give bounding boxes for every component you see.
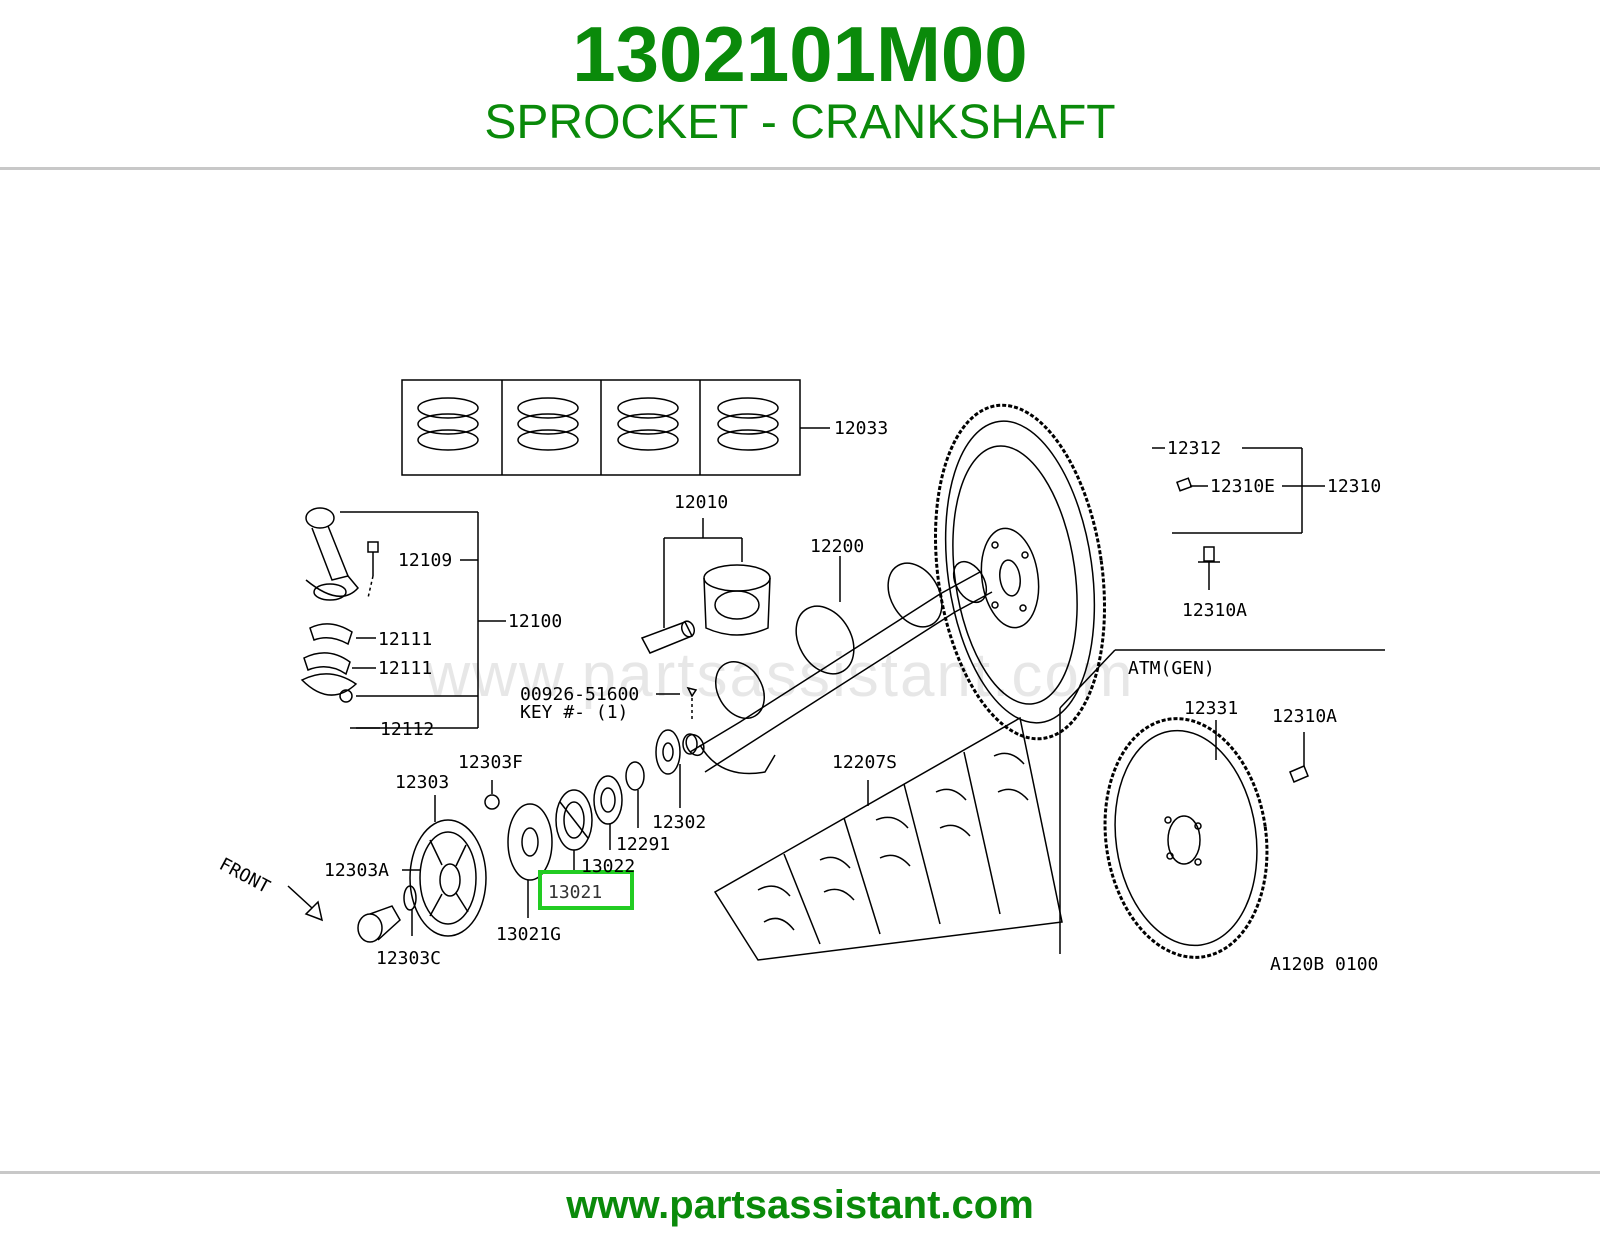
crankshaft-pulley-12303 <box>409 819 487 937</box>
crankshaft-sprocket-13021 <box>555 789 593 851</box>
piston-ring-set-2 <box>517 397 579 451</box>
flywheel-bolt-12310a <box>1198 546 1220 576</box>
callout-12207s: 12207S <box>832 752 897 773</box>
page-header: 1302101M00 SPROCKET - CRANKSHAFT <box>0 0 1600 168</box>
washer-12303c <box>403 885 417 911</box>
main-bearing-strip-12207s <box>713 716 1063 961</box>
oil-seal-12291 <box>593 775 623 825</box>
section-label-atm-gen: ATM(GEN) <box>1128 658 1215 679</box>
callout-12310: 12310 <box>1327 476 1381 497</box>
callout-12291: 12291 <box>616 834 670 855</box>
spacer-ring <box>625 761 645 791</box>
connecting-rod <box>305 507 359 601</box>
highlight-box-13021 <box>538 870 634 910</box>
drive-plate-12331 <box>1103 717 1269 959</box>
part-name-subtitle: SPROCKET - CRANKSHAFT <box>484 96 1116 149</box>
piston-ring-set-1 <box>417 397 479 451</box>
diagram-reference-code: A120B 0100 <box>1270 954 1378 975</box>
callout-12302: 12302 <box>652 812 706 833</box>
front-arrow-icon <box>287 885 324 922</box>
callout-12112: 12112 <box>380 719 434 740</box>
rod-cap <box>300 673 358 696</box>
callout-12109: 12109 <box>398 550 452 571</box>
rod-bolt-12109 <box>367 541 379 599</box>
diagram-svg: 12033 12312 12310E 12310 12010 12200 123… <box>216 379 1385 975</box>
callout-12303: 12303 <box>395 772 449 793</box>
bearing-12111-lower <box>303 652 351 676</box>
dowel-pin-12310e <box>1176 477 1193 492</box>
callout-12331: 12331 <box>1184 698 1238 719</box>
atm-section-divider <box>1059 649 1116 709</box>
callout-12310a-atm: 12310A <box>1272 706 1337 727</box>
footer-website-link[interactable]: www.partsassistant.com <box>566 1183 1034 1227</box>
callout-12312: 12312 <box>1167 438 1221 459</box>
front-label: FRONT <box>216 854 274 898</box>
callout-12033: 12033 <box>834 418 888 439</box>
footer-divider <box>0 1171 1600 1174</box>
watermark-text: www.partsassistant.com <box>425 641 1135 710</box>
piston-ring-set-3 <box>617 397 679 451</box>
callout-12310e: 12310E <box>1210 476 1275 497</box>
drive-plate-bolt-12310a <box>1289 732 1309 783</box>
callout-key-note: KEY #- (1) <box>520 702 628 723</box>
crankshaft-12200 <box>685 560 993 775</box>
dowel-12303f <box>484 794 500 810</box>
callout-13021: 13021 <box>548 882 602 903</box>
callout-12303c: 12303C <box>376 948 441 969</box>
callout-13021g: 13021G <box>496 924 561 945</box>
thrust-washer-12302 <box>655 729 681 775</box>
callout-12010: 12010 <box>674 492 728 513</box>
part-number-title: 1302101M00 <box>572 10 1028 98</box>
exploded-parts-diagram: 12033 12312 12310E 12310 12010 12200 123… <box>180 340 1400 1005</box>
flywheel-assembly <box>933 403 1107 741</box>
header-divider <box>0 167 1600 170</box>
pulley-bolt-12303a <box>357 905 401 943</box>
callout-12200: 12200 <box>810 536 864 557</box>
callout-00926-51600: 00926-51600 <box>520 684 639 705</box>
bearing-12111-upper <box>309 623 353 646</box>
piston-ring-set-4 <box>717 397 779 451</box>
oil-thrower-13021g <box>507 803 553 881</box>
piston-pin <box>640 620 696 654</box>
callout-12303a: 12303A <box>324 860 389 881</box>
callout-12310a-top: 12310A <box>1182 600 1247 621</box>
rod-nut-12112 <box>339 689 353 703</box>
callout-12303f: 12303F <box>458 752 523 773</box>
woodruff-key <box>686 686 698 698</box>
piston-ring-box <box>401 379 801 476</box>
piston-12010 <box>703 564 771 636</box>
callout-12111-lower: 12111 <box>378 658 432 679</box>
callout-13022: 13022 <box>581 856 635 877</box>
callout-12100: 12100 <box>508 611 562 632</box>
callout-12111-upper: 12111 <box>378 629 432 650</box>
